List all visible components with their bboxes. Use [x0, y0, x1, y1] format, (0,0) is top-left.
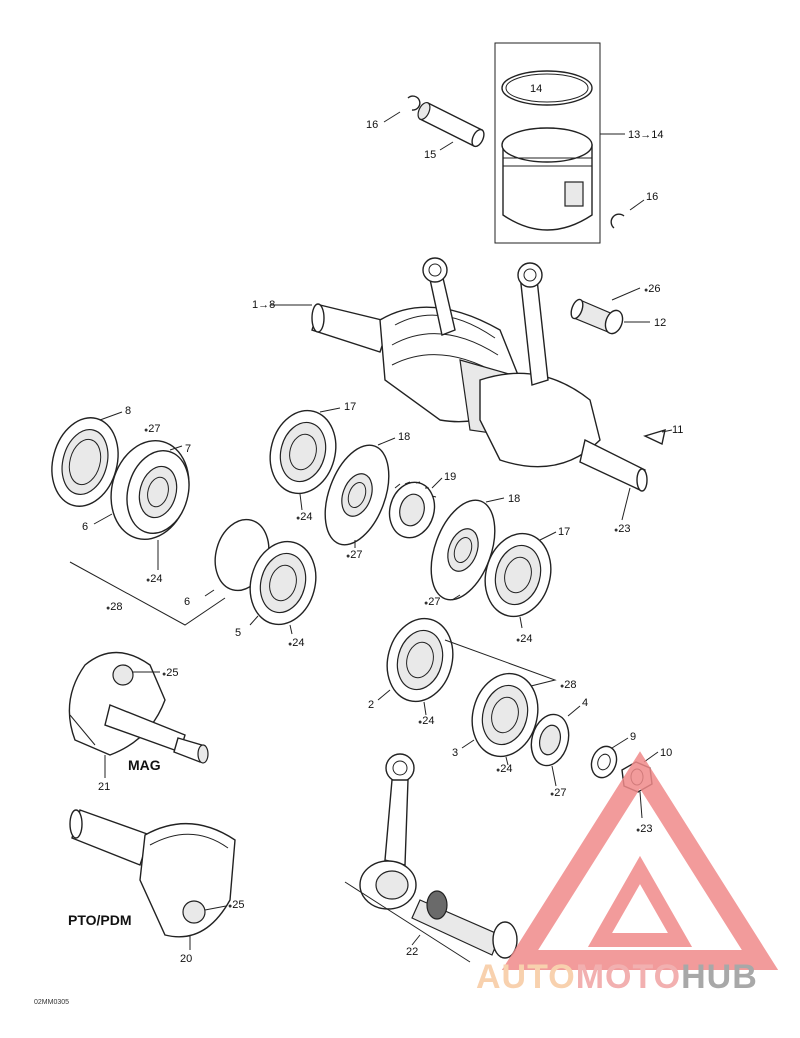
label-23-a: ●23	[614, 523, 630, 535]
needle-bearing	[570, 287, 650, 335]
label-27-b: ●27	[346, 549, 362, 561]
circlip-right	[610, 213, 625, 229]
label-25-a: ●25	[162, 667, 178, 679]
label-24-c: ●24	[288, 637, 304, 649]
label-27-a: ●27	[144, 423, 160, 435]
oil-seal-8	[51, 417, 119, 507]
label-18-b: 18	[508, 493, 520, 505]
label-10: 10	[660, 747, 672, 759]
label-3: 3	[452, 747, 458, 759]
bearing-17a	[269, 409, 337, 495]
label-23-b: ●23	[636, 823, 652, 835]
label-18-a: 18	[398, 431, 410, 443]
oil-seal-18a	[324, 444, 390, 546]
circlip-left	[407, 95, 421, 111]
watermark-text: AUTOMOTOHUB	[476, 958, 758, 996]
label-7: 7	[185, 443, 191, 455]
label-6-b: 6	[184, 596, 190, 608]
pto-label: PTO/PDM	[68, 912, 132, 928]
label-17-a: 17	[344, 401, 356, 413]
bearing-5	[249, 540, 317, 626]
label-22: 22	[406, 946, 418, 958]
mag-label: MAG	[128, 757, 161, 773]
crankshaft-pto-20	[69, 809, 236, 950]
gear-19	[388, 481, 437, 539]
label-26: ●26	[644, 283, 660, 295]
label-6-a: 6	[82, 521, 88, 533]
bearing-17b	[484, 532, 552, 618]
label-4: 4	[582, 697, 588, 709]
label-24-e: ●24	[418, 715, 434, 727]
label-28-b: ●28	[560, 679, 576, 691]
crankshaft-mag-21	[68, 651, 209, 778]
label-16-top: 16	[366, 119, 378, 131]
label-27-c: ●27	[424, 596, 440, 608]
piston-assembly	[494, 42, 625, 244]
label-15: 15	[424, 149, 436, 161]
label-11: 11	[672, 424, 683, 436]
label-24-d: ●24	[516, 633, 532, 645]
connecting-rod-22	[344, 753, 518, 963]
bearing-7	[110, 440, 190, 540]
piston-ring	[501, 70, 593, 106]
label-1-to-8: 1→8	[252, 299, 275, 311]
label-25-b: ●25	[228, 899, 244, 911]
figure-code: 02MM0305	[34, 999, 69, 1006]
callout-labels: 14 13→14 16 15 16 1→8 ●26 12 8 ●27 7 6 ●…	[34, 83, 683, 1006]
label-20: 20	[180, 953, 192, 965]
label-28-a: ●28	[106, 601, 122, 613]
label-8: 8	[125, 405, 131, 417]
piston-box-frame	[494, 42, 601, 244]
watermark-logo-triangle	[501, 751, 779, 970]
label-12: 12	[654, 317, 666, 329]
label-19: 19	[444, 471, 456, 483]
woodruff-key	[643, 428, 666, 446]
label-27-d: ●27	[550, 787, 566, 799]
automotohub-watermark: AUTOMOTOHUB	[476, 751, 779, 996]
label-13-to-14: 13→14	[628, 129, 664, 141]
bearing-2	[386, 617, 454, 703]
crankshaft-assembly	[270, 257, 648, 492]
label-9: 9	[630, 731, 636, 743]
piston-pin	[417, 101, 485, 151]
washer-9	[590, 745, 618, 779]
label-24-f: ●24	[496, 763, 512, 775]
label-5: 5	[235, 627, 241, 639]
label-24-b: ●24	[296, 511, 312, 523]
bearing-3	[471, 672, 539, 758]
label-2: 2	[368, 699, 374, 711]
label-21: 21	[98, 781, 110, 793]
label-17-b: 17	[558, 526, 570, 538]
label-24-a: ●24	[146, 573, 162, 585]
oil-seal-4	[530, 713, 570, 767]
label-14: 14	[530, 83, 542, 95]
label-16-right: 16	[646, 191, 658, 203]
